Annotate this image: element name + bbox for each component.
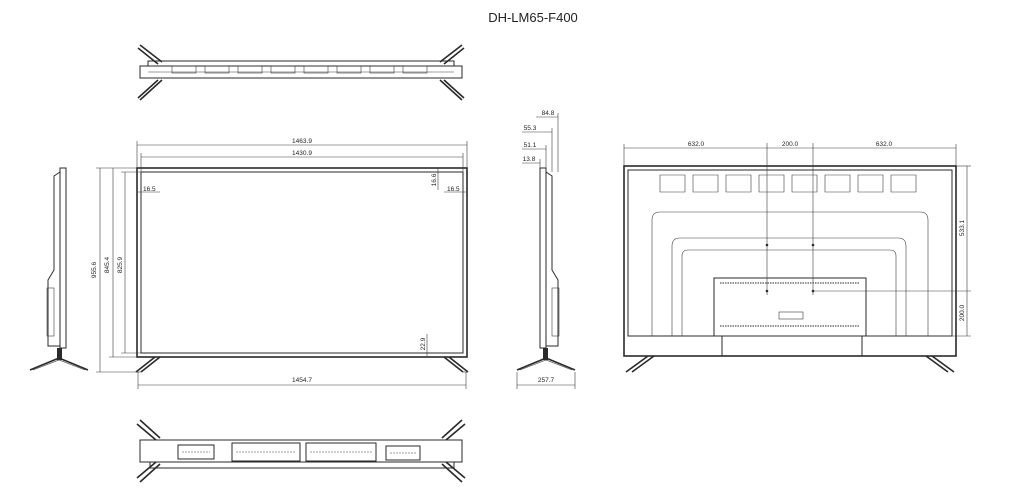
dim-depth-b: 51.1 [524,142,537,149]
dim-depth-total: 84.8 [542,110,555,117]
dim-depth-c: 13.8 [523,156,536,163]
dim-height-outer: 845.4 [104,256,111,273]
dim-rear-right-offset: 632.0 [876,141,893,148]
top-view [137,44,465,101]
dim-bezel-top: 16.6 [431,173,438,186]
right-side-view: 84.8 55.3 51.1 13.8 257.7 [516,110,576,389]
dim-stand-depth: 257.7 [538,377,555,384]
dim-depth-a: 55.3 [524,125,537,132]
dim-bezel-right: 16.5 [447,186,460,193]
front-view: 1463.9 1430.9 955.6 845.4 825.9 16.5 16.… [91,138,469,389]
dim-rear-vesa-v: 200.0 [959,304,966,321]
dim-width-inner: 1430.9 [292,150,312,157]
dim-bezel-bottom: 22.9 [420,337,427,350]
dim-width-outer: 1463.9 [292,138,312,145]
dim-height-inner: 825.9 [117,256,124,273]
dim-rear-height-to-mount: 533.1 [959,219,966,236]
dim-rear-vesa-h: 200.0 [782,141,799,148]
dim-stand-span: 1454.7 [292,377,312,384]
drawing-title: DH-LM65-F400 [488,10,578,25]
dim-bezel-left: 16.5 [143,186,156,193]
left-side-view [29,167,89,371]
dim-rear-left-offset: 632.0 [688,141,705,148]
dim-height-total: 955.6 [91,261,98,278]
bottom-view [136,419,466,483]
rear-view: 632.0 200.0 632.0 533.1 200.0 [623,141,971,373]
